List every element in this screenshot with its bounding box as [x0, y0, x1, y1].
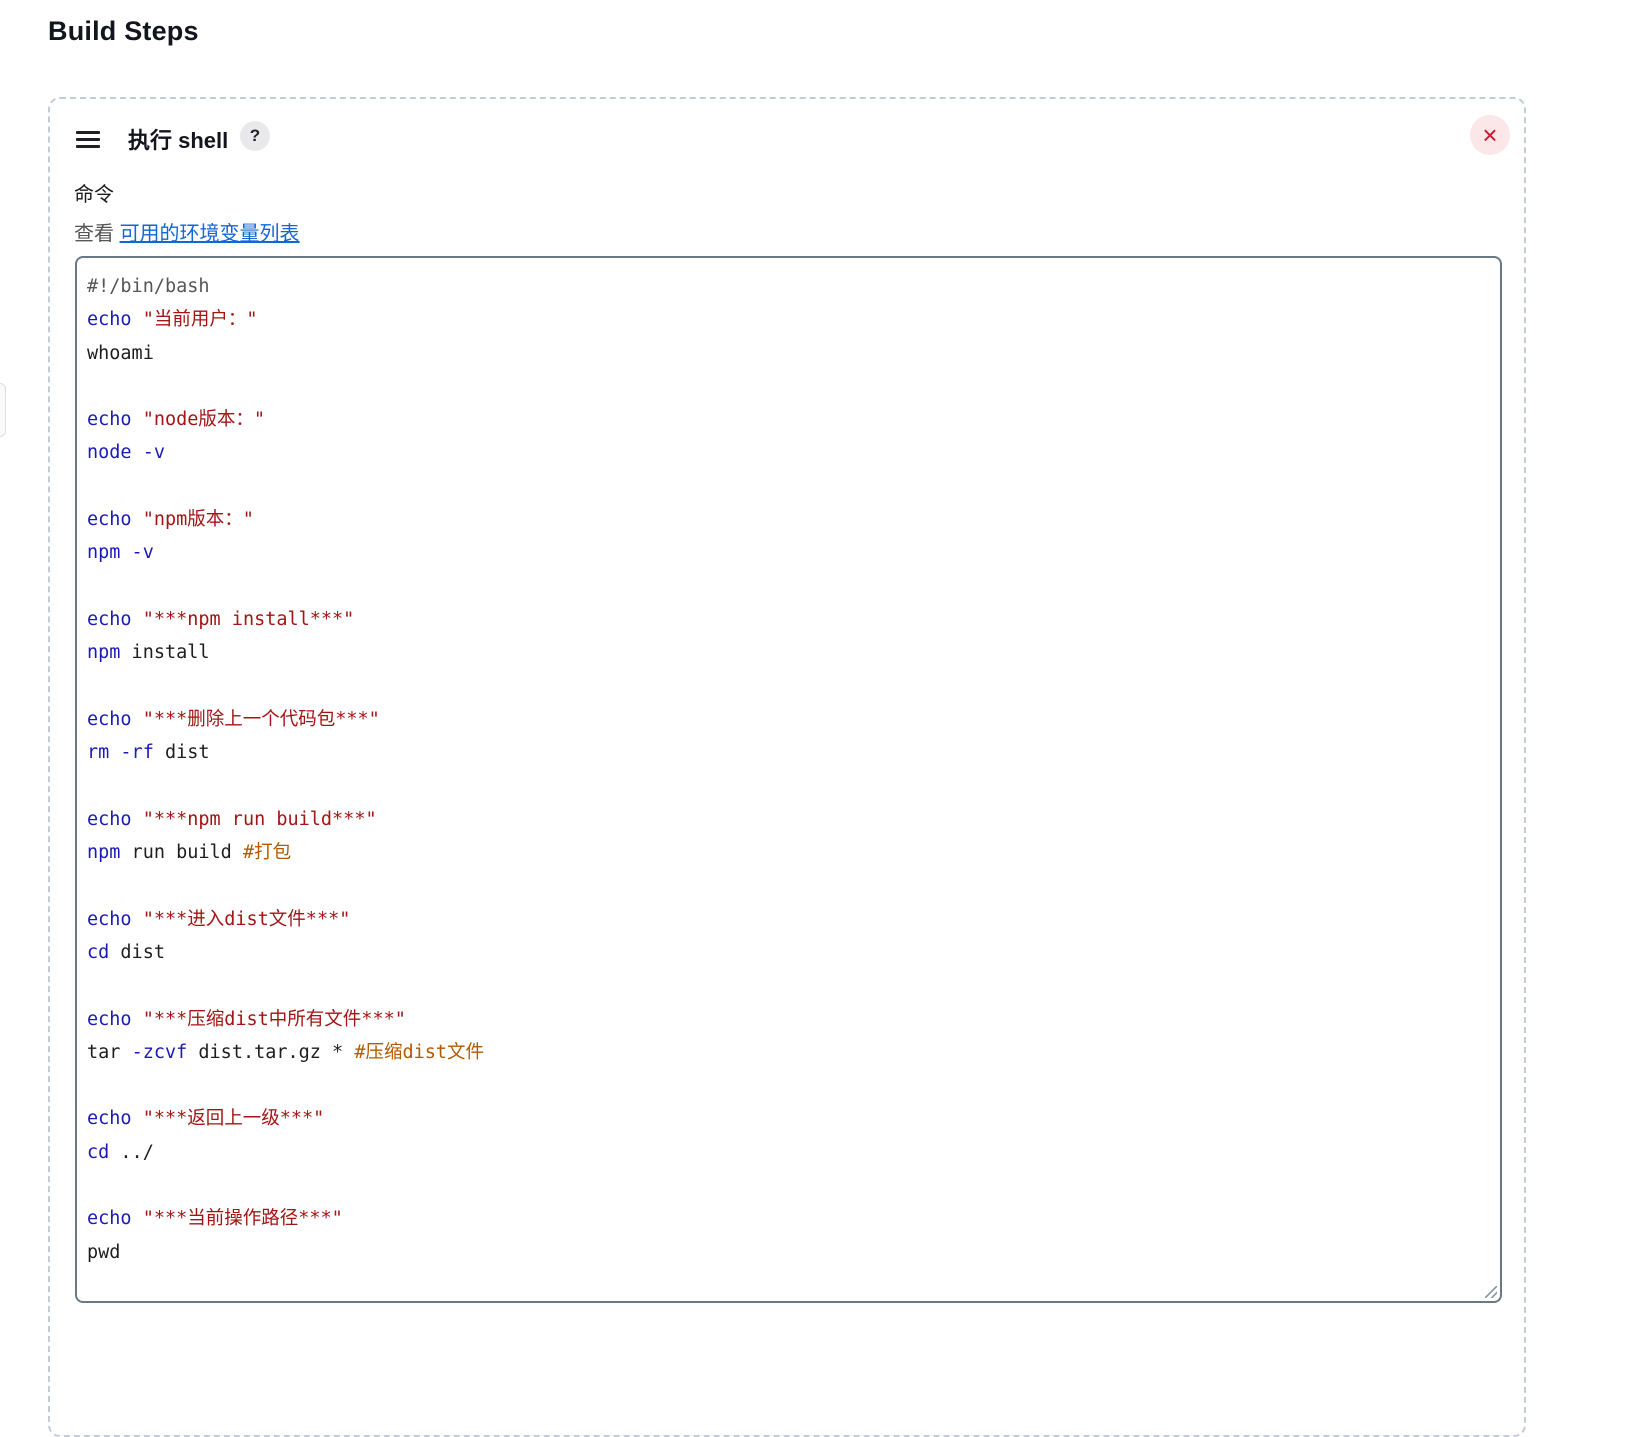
code-line: node -v [87, 436, 1490, 469]
command-textarea[interactable]: #!/bin/bash echo "当前用户：" whoami echo "node… [75, 256, 1502, 1303]
code-line: echo "***压缩dist中所有文件***" [87, 1003, 1490, 1036]
code-line [87, 969, 1490, 1002]
code-token [132, 609, 143, 630]
code-token: #打包 [242, 842, 292, 864]
code-token [132, 1208, 143, 1229]
code-token [132, 809, 143, 830]
code-line: echo "node版本：" [87, 403, 1490, 436]
code-token: #!/bin/bash [87, 276, 210, 297]
code-line: echo "***返回上一级***" [87, 1102, 1490, 1135]
code-token: dist.tar.gz * [187, 1041, 355, 1063]
code-token: install [120, 642, 210, 664]
code-token: cd [87, 1141, 110, 1163]
code-line: cd ../ [87, 1136, 1490, 1169]
code-line: echo "npm版本：" [87, 503, 1490, 536]
code-token [132, 409, 143, 430]
code-token: echo [87, 1208, 132, 1230]
code-token: echo [87, 309, 132, 331]
code-token: "node版本：" [142, 409, 266, 431]
code-line: echo "***npm run build***" [87, 803, 1490, 836]
code-token: echo [87, 409, 132, 431]
code-token: pwd [87, 1241, 121, 1263]
drag-handle-icon[interactable] [76, 131, 100, 149]
code-token: echo [87, 608, 132, 630]
code-line [87, 370, 1490, 403]
code-token: dist [109, 941, 165, 963]
code-token: "***返回上一级***" [142, 1108, 325, 1130]
code-token: node -v [87, 442, 165, 464]
env-hint-prefix: 查看 [74, 223, 120, 245]
code-token [132, 509, 143, 530]
code-token: "***压缩dist中所有文件***" [142, 1008, 406, 1030]
code-token: "npm版本：" [142, 509, 254, 531]
code-token: dist [153, 742, 210, 764]
code-token: echo [87, 1008, 132, 1030]
code-token: "***npm install***" [142, 608, 355, 630]
delete-step-button[interactable]: × [1470, 115, 1510, 155]
code-line: echo "***当前操作路径***" [87, 1202, 1490, 1235]
resize-handle-icon[interactable] [1485, 1286, 1497, 1298]
code-token: echo [87, 808, 132, 830]
code-line: npm -v [87, 536, 1490, 569]
code-token: npm -v [87, 542, 154, 564]
code-token: echo [87, 509, 132, 531]
code-token [132, 309, 143, 330]
code-token: "***当前操作路径***" [142, 1208, 343, 1230]
code-line: whoami [87, 337, 1490, 370]
code-token [132, 1108, 143, 1129]
code-token: echo [87, 1108, 132, 1130]
side-panel-tab[interactable] [0, 383, 6, 437]
code-token: whoami [87, 342, 154, 364]
code-token: "***删除上一个代码包***" [142, 708, 380, 730]
code-token: npm [87, 842, 121, 864]
step-title: 执行 shell [128, 128, 229, 153]
code-line: rm -rf dist [87, 736, 1490, 769]
code-line: echo "***删除上一个代码包***" [87, 703, 1490, 736]
code-token: echo [87, 708, 132, 730]
code-token: rm -rf [87, 742, 154, 764]
code-token: "***进入dist文件***" [142, 908, 351, 930]
code-token: #压缩dist文件 [354, 1041, 485, 1063]
build-step-card: 执行 shell ? × 命令 查看 可用的环境变量列表 #!/bin/bash… [48, 97, 1526, 1437]
code-line [87, 1169, 1490, 1202]
code-token: -zcvf [131, 1041, 188, 1063]
command-label: 命令 [74, 184, 114, 206]
code-line: #!/bin/bash [87, 270, 1490, 303]
code-token: npm [87, 642, 121, 664]
code-token: ../ [109, 1141, 154, 1163]
section-title: Build Steps [48, 16, 199, 46]
code-token [132, 909, 143, 930]
code-line [87, 670, 1490, 703]
code-token [132, 1009, 143, 1030]
code-line [87, 1069, 1490, 1102]
help-icon[interactable]: ? [240, 121, 270, 151]
code-token: echo [87, 908, 132, 930]
code-token: "当前用户：" [142, 309, 258, 331]
code-token [132, 709, 143, 730]
code-line: tar -zcvf dist.tar.gz * #压缩dist文件 [87, 1036, 1490, 1069]
code-line [87, 769, 1490, 802]
code-line: echo "***npm install***" [87, 603, 1490, 636]
code-token: tar [87, 1041, 132, 1063]
code-line [87, 470, 1490, 503]
code-token: cd [87, 941, 110, 963]
code-line [87, 570, 1490, 603]
code-line: pwd [87, 1236, 1490, 1269]
code-line [87, 869, 1490, 902]
env-vars-hint: 查看 可用的环境变量列表 [74, 217, 300, 246]
code-token: run build [120, 842, 243, 864]
code-line: npm install [87, 636, 1490, 669]
code-line: cd dist [87, 936, 1490, 969]
code-line: npm run build #打包 [87, 836, 1490, 869]
env-vars-link[interactable]: 可用的环境变量列表 [119, 223, 300, 245]
code-line: echo "***进入dist文件***" [87, 903, 1490, 936]
code-line: echo "当前用户：" [87, 303, 1490, 336]
code-token: "***npm run build***" [142, 808, 377, 830]
code-content: #!/bin/bash echo "当前用户：" whoami echo "node… [87, 270, 1490, 1269]
